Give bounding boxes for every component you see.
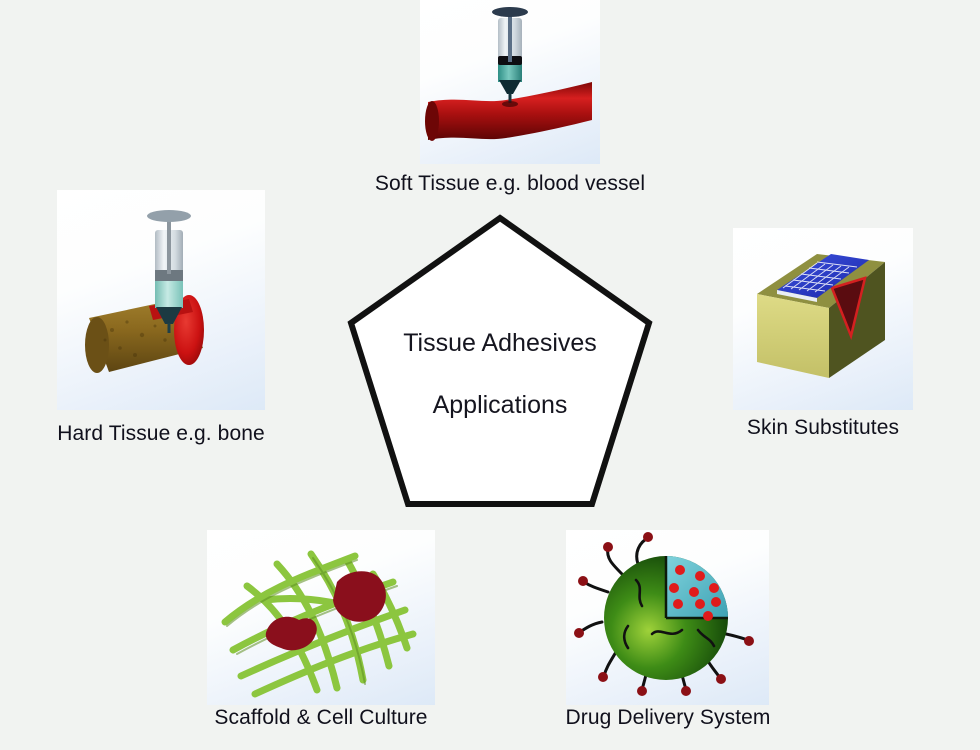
panel-hard-tissue	[57, 190, 265, 410]
caption-skin-substitutes: Skin Substitutes	[746, 416, 900, 439]
bone-end-left	[85, 317, 109, 373]
syringe-plunger-head	[147, 210, 191, 222]
syringe-plunger-rod	[167, 218, 171, 274]
syringe-adhesive	[498, 62, 522, 82]
skin-side-face	[829, 262, 885, 378]
caption-scaffold-cell-culture: Scaffold & Cell Culture	[214, 706, 428, 729]
wound-edge	[830, 276, 867, 341]
panel-skin-substitutes	[733, 228, 913, 410]
center-pentagon: Tissue Adhesives Applications	[340, 205, 660, 515]
panel-scaffold-cell-culture	[207, 530, 435, 705]
pentagon-shape	[347, 214, 653, 507]
syringe-plunger-head	[492, 7, 528, 17]
caption-drug-delivery: Drug Delivery System	[565, 706, 771, 729]
wound-cavity	[832, 278, 865, 336]
panel-drug-delivery	[566, 530, 769, 705]
syringe-cone	[499, 80, 521, 94]
panel-soft-tissue	[420, 0, 600, 164]
caption-soft-tissue: Soft Tissue e.g. blood vessel	[374, 172, 646, 195]
cell-1	[265, 616, 317, 651]
adhesive-drop	[502, 101, 518, 107]
syringe-needle	[167, 323, 171, 333]
center-label-line-2: Applications	[432, 391, 568, 419]
surface-chains	[622, 578, 716, 650]
center-label-line-1: Tissue Adhesives	[403, 329, 597, 357]
skin-front-face	[757, 294, 829, 378]
mesh-grid	[782, 261, 858, 293]
soft-tissue-illustration	[425, 7, 592, 141]
drug-molecules	[669, 565, 721, 621]
syringe-cone	[156, 307, 182, 324]
syringe-adhesive	[155, 278, 183, 308]
mesh-patch	[777, 254, 869, 298]
hard-tissue-illustration	[85, 210, 204, 373]
pentagon-outline	[347, 214, 653, 507]
mesh-edge	[777, 290, 817, 302]
tether-tips	[574, 532, 754, 696]
vessel-end-left	[425, 101, 439, 141]
skin-substitutes-illustration	[757, 254, 885, 378]
bone-texture	[103, 320, 167, 357]
cutaway-edges	[664, 556, 728, 620]
blood-vessel-shape	[428, 82, 592, 140]
syringe-stopper	[155, 270, 183, 281]
drug-delivery-illustration	[574, 532, 754, 696]
syringe-needle	[508, 93, 512, 103]
scaffold-illustration	[221, 550, 417, 698]
caption-hard-tissue: Hard Tissue e.g. bone	[57, 422, 265, 445]
cell-2	[333, 571, 386, 622]
syringe-plunger-rod	[508, 12, 512, 62]
